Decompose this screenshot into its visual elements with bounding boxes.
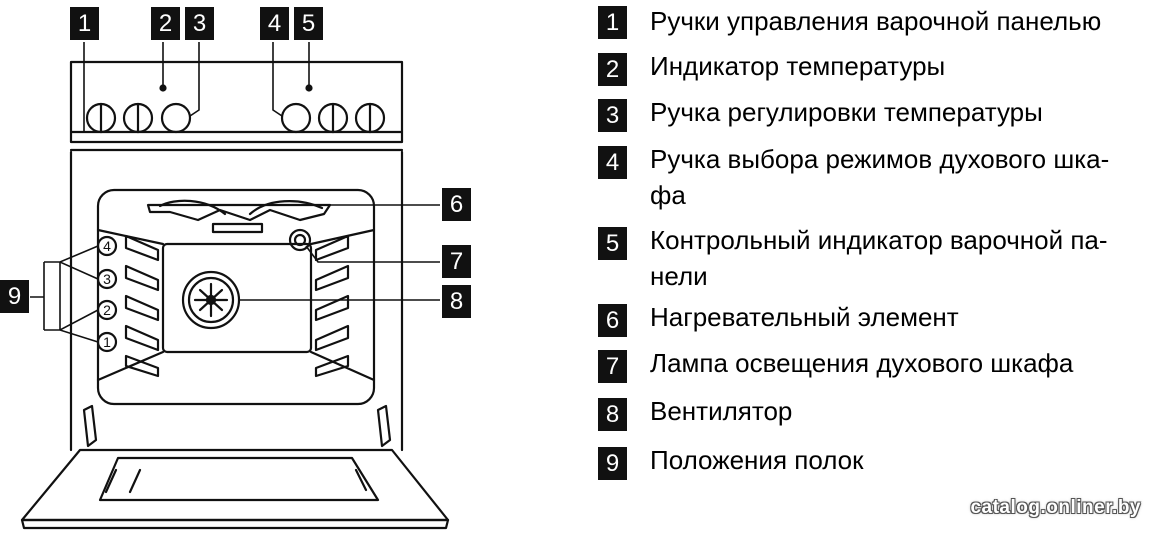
legend-number: 2 (598, 53, 627, 86)
oven-cavity (96, 188, 376, 406)
callout-5: 5 (294, 7, 323, 40)
control-panel (69, 60, 404, 144)
legend-number: 4 (598, 146, 627, 179)
legend-number: 3 (598, 99, 627, 132)
heating-element (146, 203, 332, 222)
hob-knob (354, 102, 386, 134)
hob-indicator (305, 84, 313, 92)
callout-8: 8 (442, 285, 471, 318)
callout-3: 3 (185, 7, 214, 40)
legend-text: Вентилятор (650, 396, 793, 426)
door-hinge-left (82, 404, 98, 448)
temperature-knob (160, 102, 192, 134)
callout-7: 7 (442, 245, 471, 278)
oven-back-wall (161, 242, 313, 354)
hob-knob (85, 102, 117, 134)
legend-text: Ручки управления варочной панелью (650, 6, 1102, 36)
legend-number: 6 (598, 304, 627, 337)
legend-number: 7 (598, 350, 627, 383)
legend-text: Лампа освещения духового шкафа (650, 348, 1074, 378)
callout-4: 4 (260, 7, 289, 40)
legend-text: Нагревательный элемент (650, 302, 959, 332)
legend-text: Ручка выбора режимов духового шка- фа (650, 144, 1110, 210)
oven-function-knob (280, 102, 312, 134)
hob-knob (317, 102, 349, 134)
shelf-position-label: 4 (103, 238, 111, 254)
callout-1: 1 (70, 7, 99, 40)
oven-door (20, 448, 450, 522)
callout-6: 6 (442, 188, 471, 221)
shelf-runner-right (314, 234, 350, 378)
shelf-position-label: 1 (103, 334, 111, 350)
oven-lamp (288, 228, 312, 252)
legend-number: 1 (598, 6, 627, 39)
door-window (98, 456, 380, 502)
legend-text: Ручка регулировки температуры (650, 97, 1043, 127)
shelf-runner-left (124, 234, 160, 378)
shelf-position-label: 2 (103, 302, 111, 318)
oven-fan (181, 270, 241, 330)
callout-2: 2 (151, 7, 180, 40)
legend-text: Индикатор температуры (650, 51, 946, 81)
legend-number: 9 (598, 447, 627, 480)
legend-number: 5 (598, 227, 627, 260)
temperature-indicator (159, 84, 167, 92)
oven-body (69, 148, 404, 452)
legend-number: 8 (598, 398, 627, 431)
shelf-position-label: 3 (103, 271, 111, 287)
watermark: catalog.onliner.by (970, 497, 1141, 518)
door-hinge-right (376, 404, 392, 448)
legend-text: Положения полок (650, 445, 864, 475)
oven-diagram: 4 3 2 1 (20, 42, 450, 530)
callout-9: 9 (0, 280, 29, 313)
legend-text: Контрольный индикатор варочной па- нели (650, 225, 1108, 291)
hob-knob (122, 102, 154, 134)
